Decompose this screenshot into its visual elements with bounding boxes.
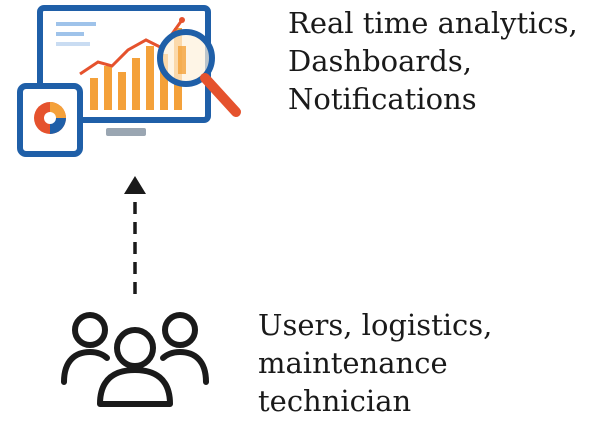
pie-chart-icon [34,102,66,134]
users-label-line-1: Users, logistics, [258,308,493,342]
monitor-stand [106,128,146,136]
users-group-icon [61,312,209,407]
analytics-label-line-3: Notifications [288,82,477,116]
dashed-up-arrow-icon [124,176,146,294]
analytics-label: Real time analytics, Dashboards, Notific… [288,4,578,118]
analytics-label-line-2: Dashboards, [288,44,472,78]
analytics-dashboard-icon [17,5,241,157]
analytics-label-line-1: Real time analytics, [288,6,578,40]
users-label-line-2: maintenance [258,346,448,380]
users-label-line-3: technician [258,384,412,418]
magnifier-icon [157,29,241,117]
users-label: Users, logistics, maintenance technician [258,306,492,420]
